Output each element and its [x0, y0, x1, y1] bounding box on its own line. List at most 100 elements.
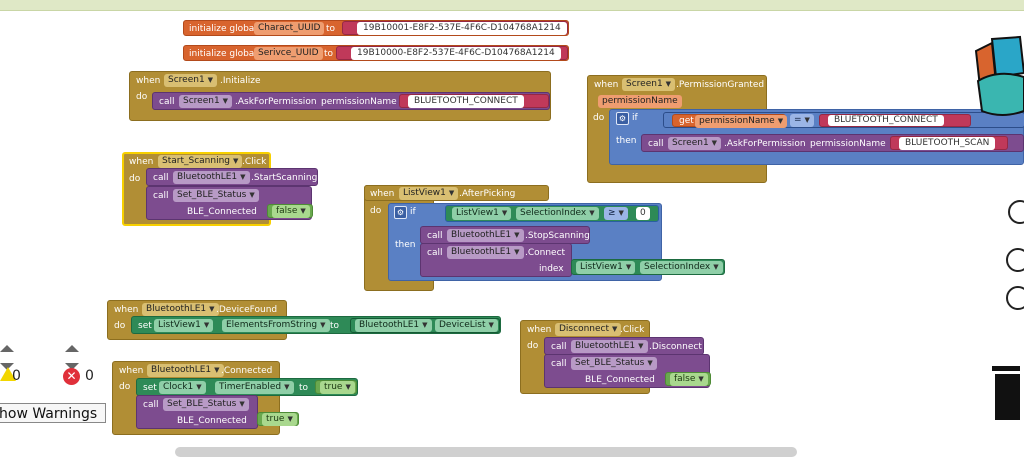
trash-icon[interactable]	[992, 366, 1020, 420]
backpack-icon[interactable]	[972, 33, 1024, 119]
method-name: .StartScanning	[251, 173, 318, 183]
compare-string[interactable]: BLUETOOTH_CONNECT	[828, 115, 944, 126]
boolean-dropdown[interactable]: true▼	[320, 381, 355, 394]
after-picking-header[interactable]: when ListView1▼ .AfterPicking	[364, 185, 549, 201]
global-value-text-block[interactable]: 19B10000-E8F2-537E-4F6C-D104768A1214	[336, 46, 568, 60]
component-dropdown[interactable]: Disconnect▼	[555, 323, 622, 336]
mutator-gear-icon[interactable]: ⚙	[616, 112, 629, 125]
set-elements-block[interactable]: set ListView1▼ ElementsFromString▼ to Bl…	[131, 316, 501, 334]
compare-text-value-block[interactable]: BLUETOOTH_CONNECT	[819, 114, 971, 127]
property-component-dropdown[interactable]: ListView1▼	[576, 261, 636, 274]
stop-scanning-call-block[interactable]: call BluetoothLE1▼ .StopScanning	[420, 226, 590, 244]
index-property-block[interactable]: ListView1▼ SelectionIndex▼	[571, 259, 725, 275]
global-value-string[interactable]: 19B10001-E8F2-537E-4F6C-D104768A1214	[357, 22, 567, 35]
component-dropdown[interactable]: BluetoothLE1▼	[147, 364, 224, 377]
connect-call-block[interactable]: call BluetoothLE1▼ .Connect index	[420, 243, 572, 277]
zoom-out-icon[interactable]	[1006, 286, 1024, 310]
boolean-dropdown[interactable]: true▼	[262, 413, 297, 426]
to-label: to	[299, 383, 309, 393]
get-label: get	[679, 116, 694, 126]
component-dropdown[interactable]: Screen1▼	[622, 78, 676, 91]
zoom-in-icon[interactable]	[1006, 248, 1024, 272]
warnings-indicator: 0 ✕ 0 how Warnings	[0, 345, 110, 454]
do-label: do	[370, 206, 382, 216]
variable-dropdown[interactable]: permissionName▼	[695, 115, 788, 128]
do-label: do	[593, 113, 605, 123]
permission-string[interactable]: BLUETOOTH_SCAN	[899, 137, 996, 150]
warnings-up-arrow-icon[interactable]	[0, 345, 14, 352]
property-dropdown[interactable]: SelectionIndex▼	[640, 261, 723, 274]
global-value-text-block[interactable]: 19B10001-E8F2-537E-4F6C-D104768A1214	[342, 21, 568, 35]
component-dropdown[interactable]: Start_Scanning▼	[158, 155, 243, 168]
component-dropdown[interactable]: Screen1▼	[668, 137, 722, 150]
compare-text-block[interactable]: get permissionName▼ =▼ BLUETOOTH_CONNECT	[663, 112, 1024, 128]
disconnect-call-block[interactable]: call BluetoothLE1▼ .Disconnect	[544, 337, 704, 355]
compare-operator-dropdown[interactable]: =▼	[790, 114, 814, 127]
set-ble-status-call-block[interactable]: call Set_BLE_Status▼ BLE_Connected	[136, 395, 258, 429]
permission-string[interactable]: BLUETOOTH_CONNECT	[408, 95, 524, 108]
boolean-block[interactable]: true▼	[315, 380, 357, 394]
set-component-dropdown[interactable]: ListView1▼	[154, 319, 214, 332]
start-scanning-call-block[interactable]: call BluetoothLE1▼ .StartScanning	[146, 168, 318, 186]
property-dropdown[interactable]: SelectionIndex▼	[516, 207, 599, 220]
do-label: do	[527, 341, 539, 351]
warning-icon	[0, 367, 16, 381]
compare-operator-dropdown[interactable]: ≥▼	[604, 207, 628, 220]
global-service-uuid-block[interactable]: initialize global Serivce_UUID to 19B100…	[183, 45, 569, 61]
boolean-dropdown[interactable]: false▼	[272, 205, 310, 218]
component-dropdown[interactable]: BluetoothLE1▼	[142, 303, 219, 316]
set-ble-status-call-block[interactable]: call Set_BLE_Status▼ BLE_Connected false…	[544, 354, 711, 388]
screen-initialize-event-block[interactable]: when Screen1▼ .Initialize do call Screen…	[129, 71, 551, 121]
set-property-dropdown[interactable]: ElementsFromString▼	[222, 319, 330, 332]
getter-component-dropdown[interactable]: BluetoothLE1▼	[355, 319, 432, 332]
errors-up-arrow-icon[interactable]	[65, 345, 79, 352]
component-dropdown[interactable]: BluetoothLE1▼	[447, 229, 524, 242]
component-dropdown[interactable]: BluetoothLE1▼	[447, 246, 524, 259]
boolean-block[interactable]: false▼	[267, 204, 313, 218]
component-dropdown[interactable]: Screen1▼	[179, 95, 233, 108]
do-label: do	[114, 321, 126, 331]
boolean-dropdown[interactable]: false▼	[670, 373, 708, 386]
event-name: .AfterPicking	[459, 189, 516, 199]
boolean-block[interactable]: true▼	[257, 412, 299, 426]
when-label: when	[527, 325, 552, 335]
set-component-dropdown[interactable]: Clock1▼	[159, 381, 206, 394]
component-dropdown[interactable]: BluetoothLE1▼	[173, 171, 250, 184]
property-component-dropdown[interactable]: ListView1▼	[452, 207, 512, 220]
boolean-block[interactable]: false▼	[665, 372, 711, 386]
procedure-dropdown[interactable]: Set_BLE_Status▼	[571, 357, 657, 370]
set-timer-enabled-block[interactable]: set Clock1▼ TimerEnabled▼ to true▼	[136, 378, 358, 396]
set-ble-status-call-block[interactable]: call Set_BLE_Status▼ BLE_Connected false…	[146, 186, 313, 220]
ask-permission-call-block[interactable]: call Screen1▼ .AskForPermission permissi…	[152, 92, 550, 110]
device-list-getter-block[interactable]: BluetoothLE1▼ DeviceList▼	[350, 318, 500, 333]
set-label: set	[143, 383, 157, 393]
procedure-dropdown[interactable]: Set_BLE_Status▼	[173, 189, 259, 202]
getter-property-dropdown[interactable]: DeviceList▼	[435, 319, 498, 332]
global-name-field[interactable]: Charact_UUID	[254, 22, 325, 35]
show-warnings-button[interactable]: how Warnings	[0, 403, 106, 423]
blocks-workspace[interactable]: initialize global Charact_UUID to 19B100…	[0, 11, 1024, 457]
zoom-reset-icon[interactable]	[1008, 200, 1024, 224]
global-charact-uuid-block[interactable]: initialize global Charact_UUID to 19B100…	[183, 20, 569, 36]
event-param-permission-name[interactable]: permissionName	[598, 95, 682, 108]
get-variable-block[interactable]: get permissionName▼	[672, 114, 788, 128]
mutator-gear-icon[interactable]: ⚙	[394, 206, 407, 219]
horizontal-scrollbar[interactable]	[175, 447, 797, 457]
global-value-string[interactable]: 19B10000-E8F2-537E-4F6C-D104768A1214	[351, 47, 561, 60]
component-dropdown[interactable]: ListView1▼	[399, 187, 459, 200]
procedure-dropdown[interactable]: Set_BLE_Status▼	[163, 398, 249, 411]
number-value[interactable]: 0	[636, 207, 650, 220]
warnings-down-arrow-icon[interactable]	[0, 363, 14, 370]
call-label: call	[153, 191, 169, 201]
ask-permission-scan-call-block[interactable]: call Screen1▼ .AskForPermission permissi…	[641, 134, 1024, 152]
errors-down-arrow-icon[interactable]	[65, 363, 79, 370]
set-property-dropdown[interactable]: TimerEnabled▼	[215, 381, 294, 394]
when-label: when	[136, 76, 161, 86]
permission-text-block[interactable]: BLUETOOTH_CONNECT	[399, 94, 549, 108]
component-dropdown[interactable]: BluetoothLE1▼	[571, 340, 648, 353]
permission-scan-text-block[interactable]: BLUETOOTH_SCAN	[890, 136, 1008, 150]
compare-number-block[interactable]: ListView1▼ SelectionIndex▼ ≥▼ 0	[445, 205, 659, 222]
component-dropdown[interactable]: Screen1▼	[164, 74, 218, 87]
event-name: .Click	[242, 157, 267, 167]
global-name-field[interactable]: Serivce_UUID	[254, 47, 323, 60]
